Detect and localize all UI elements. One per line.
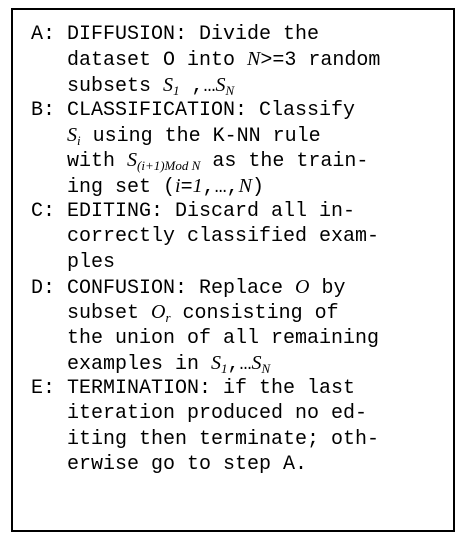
algorithm-line: A: DIFFUSION: Divide the bbox=[31, 22, 380, 47]
math-subscript: (i+1)Mod N bbox=[137, 158, 201, 174]
line-text: dataset O into bbox=[31, 49, 248, 73]
line-text: B: CLASSIFICATION: Classify bbox=[31, 98, 356, 122]
algorithm-line: the union of all remaining bbox=[31, 326, 380, 351]
math-symbol: S bbox=[163, 73, 174, 96]
algorithm-line: examples in S1,…SN bbox=[31, 351, 380, 376]
math-subscript: N bbox=[225, 82, 235, 98]
algorithm-line: B: CLASSIFICATION: Classify bbox=[31, 98, 380, 123]
algorithm-box bbox=[11, 8, 455, 532]
line-text: the union of all remaining bbox=[31, 326, 380, 350]
line-text: >=3 random bbox=[260, 49, 381, 73]
math-symbol: S bbox=[127, 149, 138, 172]
algorithm-line: C: EDITING: Discard all in- bbox=[31, 199, 380, 224]
line-text: with bbox=[31, 150, 128, 174]
line-text: = bbox=[180, 175, 193, 199]
line-text: A: DIFFUSION: Divide the bbox=[31, 23, 320, 46]
math-subscript: r bbox=[165, 310, 171, 326]
line-text: as the train- bbox=[200, 150, 369, 174]
math-symbol: S bbox=[251, 351, 262, 374]
algorithm-line: ples bbox=[31, 250, 380, 275]
math-symbol: O bbox=[151, 301, 166, 324]
algorithm-line: subsets S1 ,…SN bbox=[31, 73, 380, 98]
math-symbol: N bbox=[238, 174, 252, 197]
line-text: examples in bbox=[31, 352, 212, 376]
line-text: correctly classified exam- bbox=[31, 225, 380, 249]
math-subscript: i bbox=[77, 133, 81, 149]
line-text: ) bbox=[251, 175, 264, 199]
algorithm-line: iteration produced no ed- bbox=[31, 401, 380, 426]
algorithm-line: Si using the K-NN rule bbox=[31, 123, 380, 148]
algorithm-line: E: TERMINATION: if the last bbox=[31, 376, 380, 401]
line-text: ,… bbox=[227, 352, 252, 376]
line-text: ,…, bbox=[202, 175, 239, 199]
line-text: C: EDITING: Discard all in- bbox=[31, 200, 356, 224]
line-text: iting then terminate; oth- bbox=[31, 427, 380, 451]
line-text: subset bbox=[31, 302, 152, 326]
line-text: consisting of bbox=[170, 302, 339, 326]
math-subscript: 1 bbox=[221, 360, 228, 376]
algorithm-line: correctly classified exam- bbox=[31, 224, 380, 249]
algorithm-line: subset Or consisting of bbox=[31, 300, 380, 325]
line-text: ples bbox=[31, 250, 116, 274]
line-text: D: CONFUSION: Replace bbox=[31, 276, 296, 300]
math-symbol: N bbox=[247, 48, 261, 71]
math-symbol: i bbox=[175, 174, 181, 197]
line-text: ,… bbox=[179, 74, 216, 98]
algorithm-steps: A: DIFFUSION: Divide the dataset O into … bbox=[31, 22, 380, 477]
line-text: iteration produced no ed- bbox=[31, 402, 368, 426]
math-symbol: O bbox=[295, 275, 310, 298]
algorithm-line: ing set (i=1,…,N) bbox=[31, 174, 380, 199]
math-symbol: S bbox=[67, 124, 78, 147]
math-subscript: N bbox=[261, 360, 271, 376]
math-subscript: 1 bbox=[173, 82, 180, 98]
algorithm-line: erwise go to step A. bbox=[31, 452, 380, 477]
line-text bbox=[31, 125, 67, 148]
line-text: using the K-NN rule bbox=[80, 125, 321, 149]
algorithm-line: iting then terminate; oth- bbox=[31, 427, 380, 452]
math-symbol: S bbox=[215, 73, 226, 96]
algorithm-line: dataset O into N>=3 random bbox=[31, 47, 380, 72]
algorithm-line: D: CONFUSION: Replace O by bbox=[31, 275, 380, 300]
line-text: erwise go to step A. bbox=[31, 453, 308, 477]
line-text: ing set ( bbox=[31, 175, 176, 199]
algorithm-line: with S(i+1)Mod N as the train- bbox=[31, 148, 380, 173]
math-symbol: S bbox=[211, 351, 222, 374]
line-text: by bbox=[309, 276, 346, 300]
line-text: subsets bbox=[31, 74, 164, 98]
line-text: E: TERMINATION: if the last bbox=[31, 377, 356, 401]
math-symbol: 1 bbox=[192, 174, 203, 197]
